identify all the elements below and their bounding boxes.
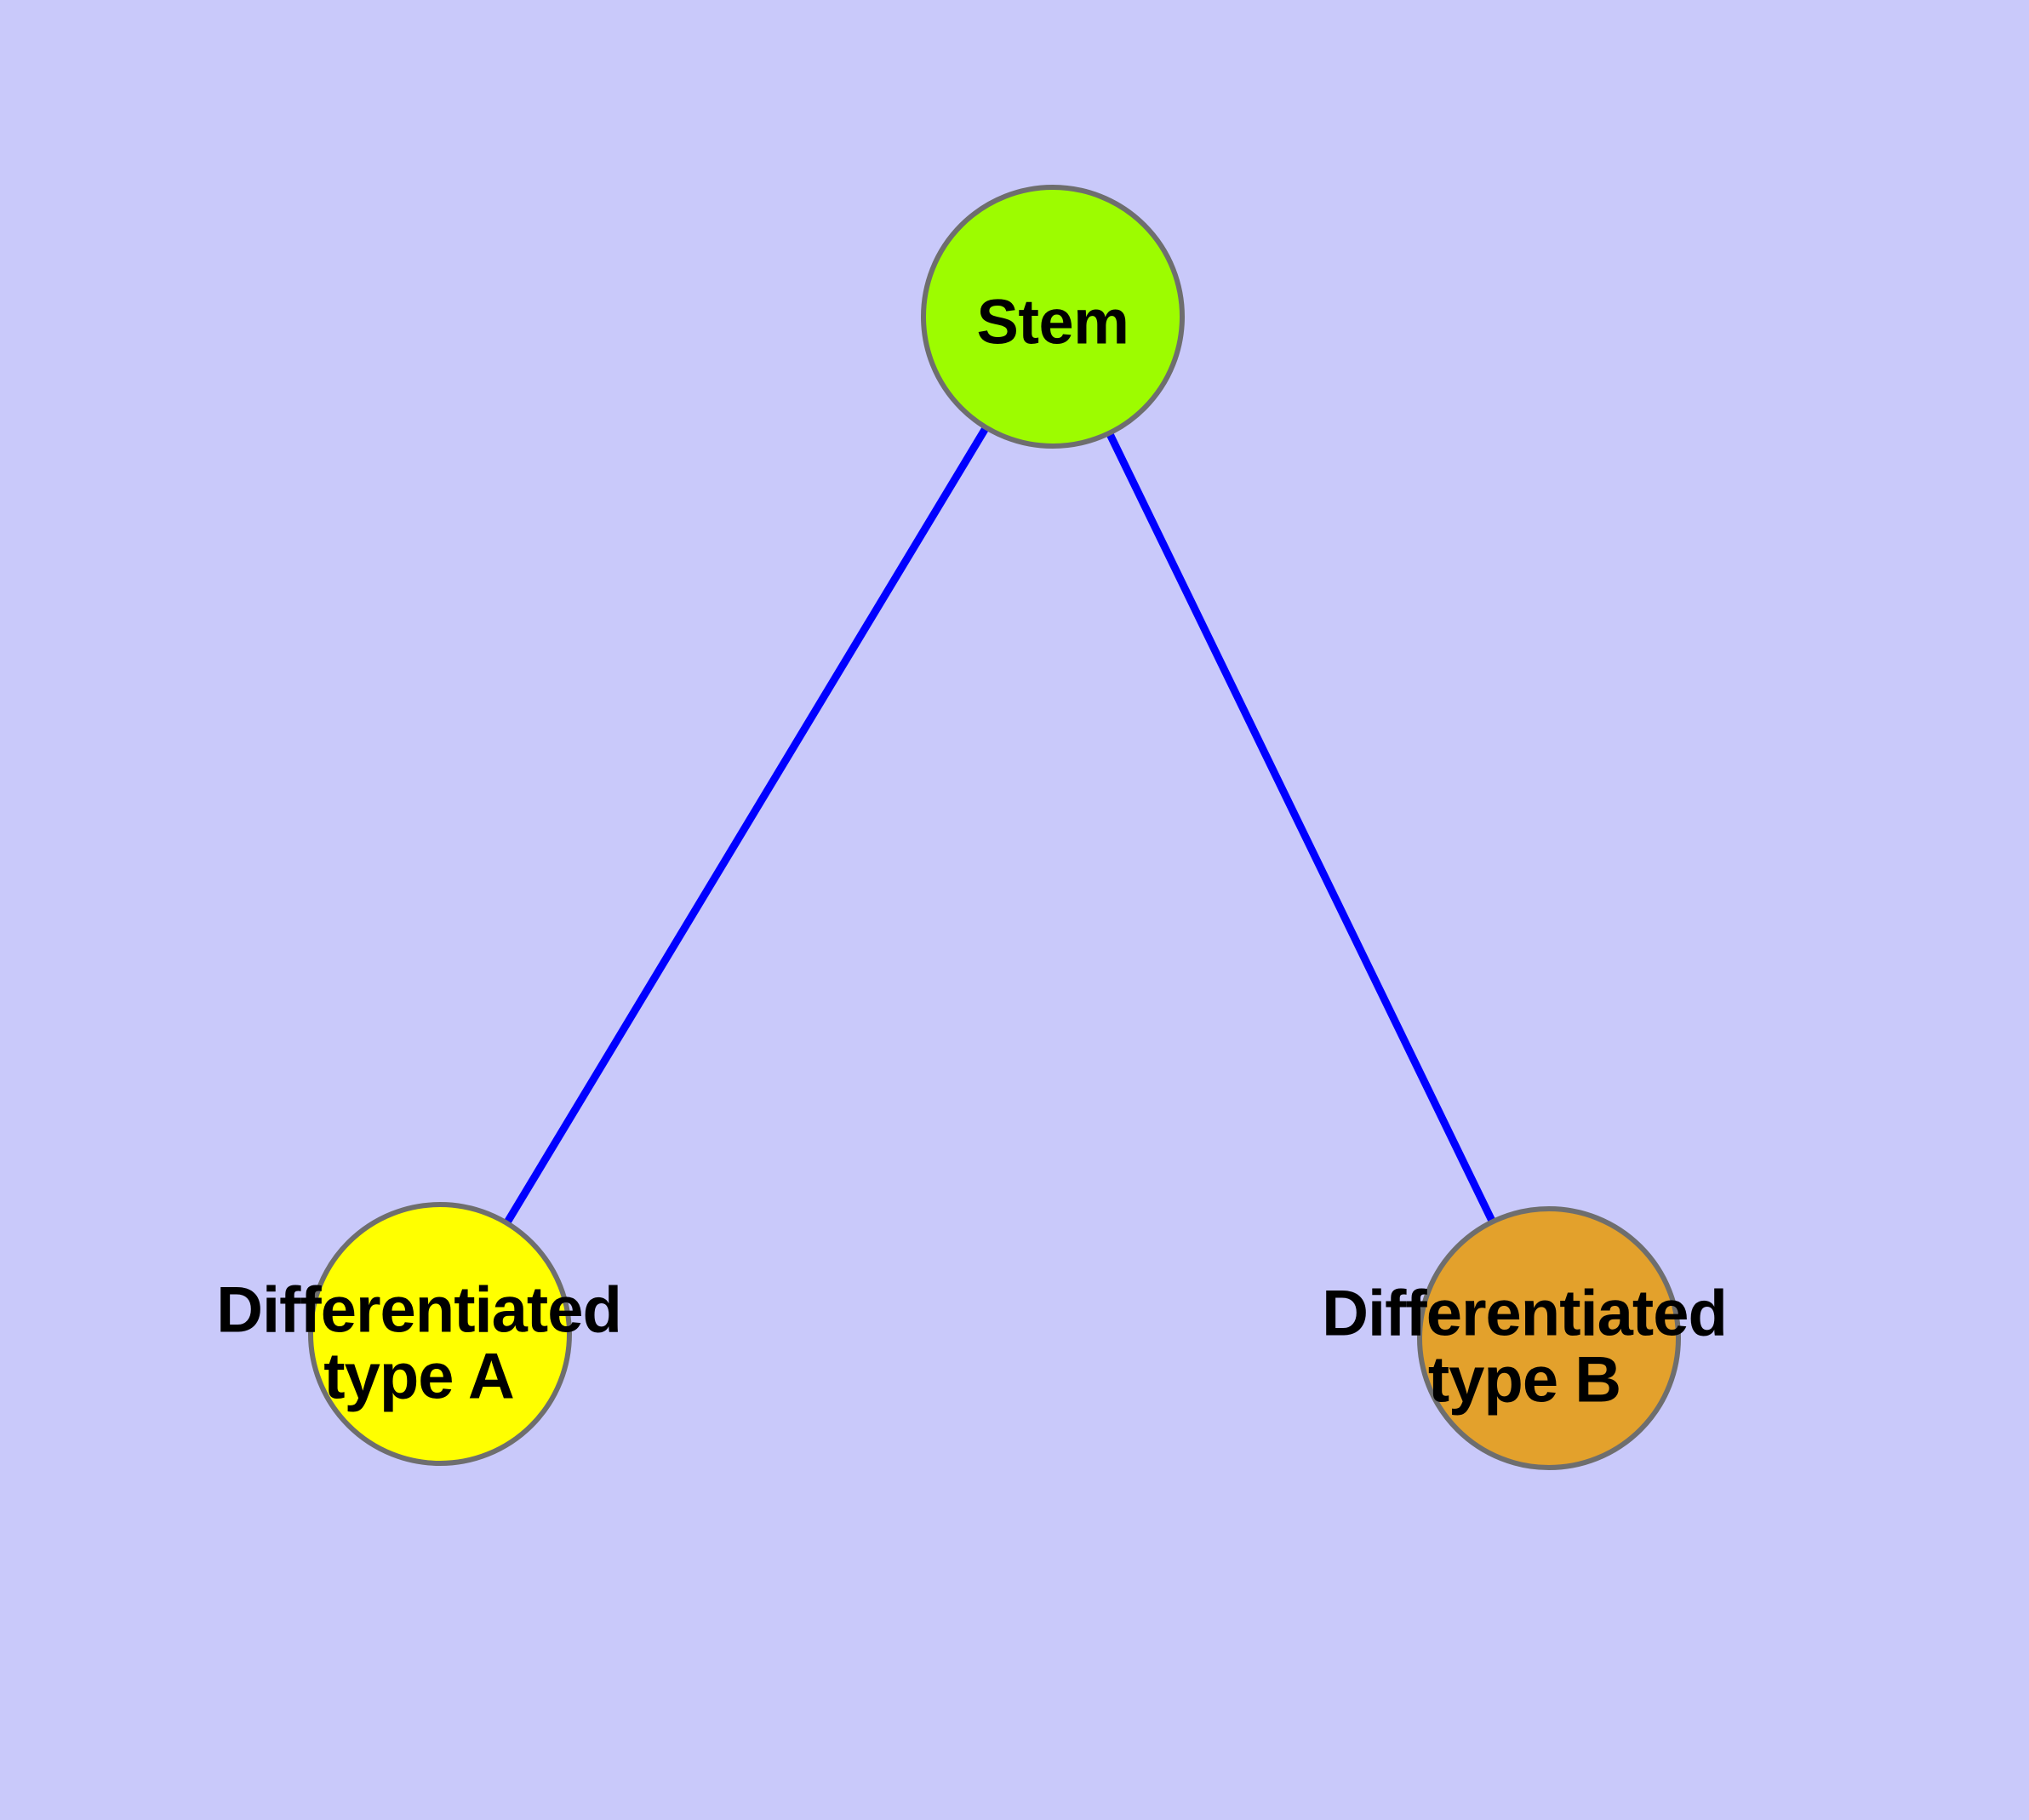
- edge-stem-a[interactable]: [437, 314, 1056, 1336]
- node-diff_b[interactable]: [1417, 1206, 1681, 1470]
- edge-layer: [437, 314, 1553, 1340]
- node-layer: [308, 185, 1681, 1470]
- node-stem[interactable]: [921, 185, 1185, 449]
- edge-stem-b[interactable]: [1049, 315, 1553, 1340]
- node-diff_a[interactable]: [308, 1202, 572, 1466]
